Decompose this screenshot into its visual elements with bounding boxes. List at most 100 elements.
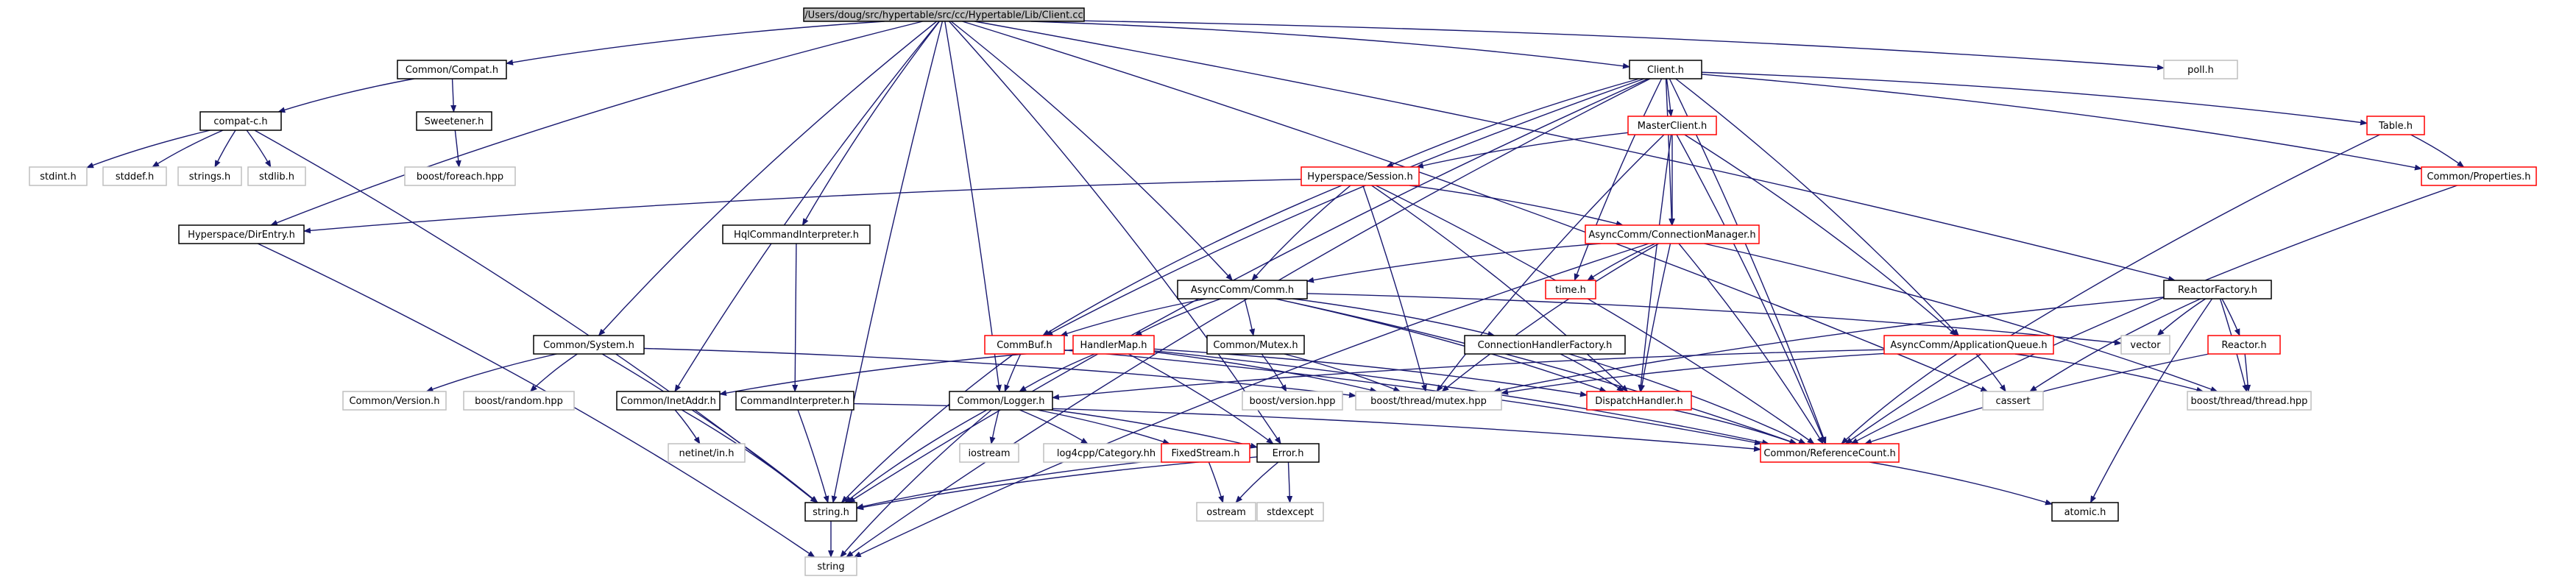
edge-logger-to-string: [840, 409, 992, 558]
edge-logger-to-error: [1051, 409, 1258, 449]
edge-cmdinterp-to-refcount: [853, 403, 1761, 452]
node-label-atomic: atomic.h: [2064, 507, 2106, 518]
edge-root-to-system: [598, 21, 938, 336]
node-label-logger: Common/Logger.h: [958, 396, 1045, 407]
node-box-logger: [949, 391, 1053, 411]
node-label-version: Common/Version.h: [349, 396, 439, 407]
node-stringh[interactable]: string.h: [804, 502, 857, 522]
node-box-boostmutex: [1355, 391, 1502, 411]
node-handlermap[interactable]: HandlerMap.h: [1072, 335, 1155, 355]
node-box-masterclient: [1627, 116, 1717, 135]
node-box-fixedstream: [1161, 443, 1250, 463]
node-box-reactorfactory: [2163, 280, 2272, 299]
node-fixedstream[interactable]: FixedStream.h: [1161, 443, 1250, 463]
edge-connmgr-to-comm: [1306, 243, 1601, 283]
edge-handlermap-to-logger: [1019, 353, 1096, 392]
edge-comm-to-commbuf: [1060, 298, 1206, 336]
node-box-compatc: [199, 111, 282, 131]
node-cmdinterp[interactable]: CommandInterpreter.h: [735, 391, 854, 411]
edge-root-to-error: [949, 21, 1281, 444]
edge-mutex-to-boostversion: [1261, 353, 1287, 392]
node-time[interactable]: time.h: [1545, 280, 1596, 299]
node-connmgr[interactable]: AsyncComm/ConnectionManager.h: [1585, 224, 1760, 244]
node-system[interactable]: Common/System.h: [533, 335, 645, 355]
node-masterclient[interactable]: MasterClient.h: [1627, 116, 1717, 135]
node-foreach: boost/foreach.hpp: [404, 166, 516, 186]
node-label-table: Table.h: [2378, 121, 2413, 132]
edge-root-to-client_h: [1030, 21, 1630, 69]
edge-root-to-comm: [950, 21, 1234, 281]
node-atomic[interactable]: atomic.h: [2051, 502, 2119, 522]
node-table[interactable]: Table.h: [2366, 116, 2425, 135]
node-reactorfactory[interactable]: ReactorFactory.h: [2163, 280, 2272, 299]
node-direntry[interactable]: Hyperspace/DirEntry.h: [178, 224, 305, 244]
edge-dispatch-to-refcount: [1672, 409, 1797, 444]
edge-hypsession-to-comm: [1251, 185, 1351, 281]
node-reactor[interactable]: Reactor.h: [2207, 335, 2281, 355]
node-connhandlerfactory[interactable]: ConnectionHandlerFactory.h: [1464, 335, 1626, 355]
node-client_h[interactable]: Client.h: [1629, 60, 1702, 79]
node-box-properties: [2421, 166, 2537, 186]
node-logger[interactable]: Common/Logger.h: [949, 391, 1053, 411]
edge-system-to-random: [529, 353, 578, 392]
node-box-vector: [2120, 335, 2170, 355]
node-label-connmgr: AsyncComm/ConnectionManager.h: [1588, 230, 1755, 241]
node-box-compat_h: [397, 60, 507, 79]
node-error[interactable]: Error.h: [1256, 443, 1320, 463]
node-properties[interactable]: Common/Properties.h: [2421, 166, 2537, 186]
edge-cmdinterp-to-stringh: [797, 409, 829, 503]
node-dispatch[interactable]: DispatchHandler.h: [1586, 391, 1692, 411]
node-label-poll: poll.h: [2187, 65, 2214, 76]
node-ostream: ostream: [1196, 502, 1256, 522]
node-sweetener[interactable]: Sweetener.h: [416, 111, 492, 131]
node-hqlcmd[interactable]: HqlCommandInterpreter.h: [722, 224, 871, 244]
node-label-system: Common/System.h: [543, 340, 634, 351]
node-commbuf[interactable]: CommBuf.h: [984, 335, 1065, 355]
node-netinet: netinet/in.h: [668, 443, 746, 463]
node-box-hqlcmd: [722, 224, 871, 244]
edge-masterclient-to-hypsession: [1415, 132, 1629, 169]
edge-compatc-to-stddef: [152, 130, 224, 168]
node-mutex[interactable]: Common/Mutex.h: [1206, 335, 1305, 355]
node-box-ostream: [1196, 502, 1256, 522]
node-poll: poll.h: [2163, 60, 2238, 79]
node-boostversion: boost/version.hpp: [1242, 391, 1343, 411]
node-inetaddr[interactable]: Common/InetAddr.h: [616, 391, 721, 411]
node-box-boostthread: [2187, 391, 2312, 411]
edge-handlermap-to-boostmutex: [1153, 351, 1378, 393]
edge-inetaddr-to-stringh: [681, 409, 818, 503]
edge-table-to-properties: [2410, 134, 2465, 168]
edge-root-to-compat_h: [506, 21, 885, 65]
node-box-boostversion: [1242, 391, 1343, 411]
node-box-reactor: [2207, 335, 2281, 355]
node-label-root: /Users/doug/src/hypertable/src/cc/Hypert…: [804, 10, 1083, 21]
node-label-hqlcmd: HqlCommandInterpreter.h: [734, 230, 859, 241]
node-box-appqueue: [1883, 335, 2054, 355]
node-hypsession[interactable]: Hyperspace/Session.h: [1301, 166, 1420, 186]
edge-hypsession-to-boostmutex: [1362, 185, 1427, 392]
node-appqueue[interactable]: AsyncComm/ApplicationQueue.h: [1883, 335, 2054, 355]
node-boostmutex: boost/thread/mutex.hpp: [1355, 391, 1502, 411]
node-stddef: stddef.h: [102, 166, 167, 186]
edge-comm-to-handlermap: [1134, 298, 1222, 336]
node-string: string: [804, 556, 857, 576]
node-iostream: iostream: [959, 443, 1019, 463]
edge-fixedstream-to-stringh: [856, 459, 1162, 509]
node-compatc[interactable]: compat-c.h: [199, 111, 282, 131]
node-compat_h[interactable]: Common/Compat.h: [397, 60, 507, 79]
edge-client_h-to-properties: [1701, 74, 2422, 171]
node-box-iostream: [959, 443, 1019, 463]
node-box-comm: [1177, 280, 1308, 299]
node-label-mutex: Common/Mutex.h: [1213, 340, 1298, 351]
edge-compatc-to-stdlib: [246, 130, 272, 168]
edge-appqueue-to-boostmutex: [1501, 352, 1885, 395]
node-comm[interactable]: AsyncComm/Comm.h: [1177, 280, 1308, 299]
node-refcount[interactable]: Common/ReferenceCount.h: [1760, 443, 1900, 463]
node-label-client_h: Client.h: [1647, 65, 1684, 76]
node-root[interactable]: /Users/doug/src/hypertable/src/cc/Hypert…: [803, 7, 1085, 22]
node-label-handlermap: HandlerMap.h: [1080, 340, 1147, 351]
node-box-client_h: [1629, 60, 1702, 79]
edge-client_h-to-appqueue: [1675, 78, 1959, 336]
node-label-reactorfactory: ReactorFactory.h: [2178, 285, 2257, 296]
